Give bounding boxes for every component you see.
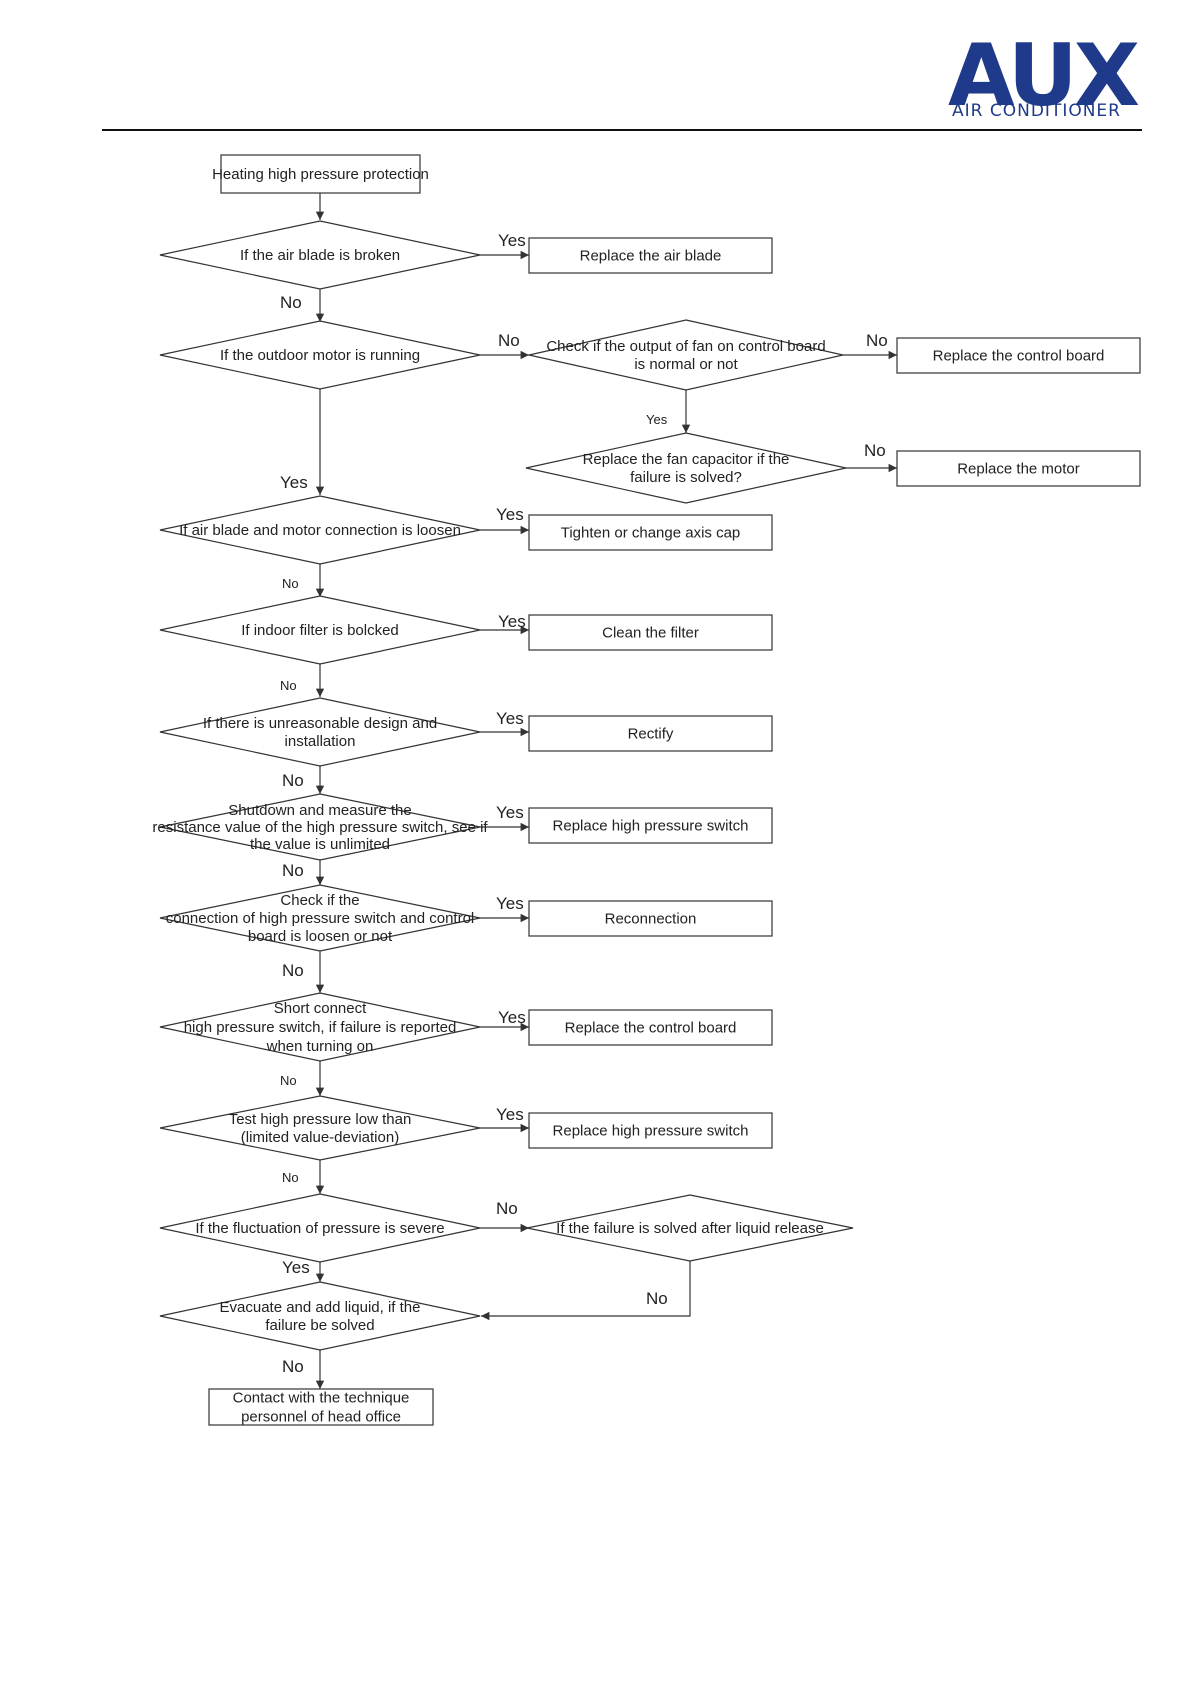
- replace_control_board_2-box: [528, 1009, 773, 1046]
- q_unreasonable_design-label-1: If there is unreasonable design and: [203, 715, 437, 732]
- start-label-1: Heating high pressure protection: [212, 166, 429, 183]
- q_evacuate_liquid-label-1: Evacuate and add liquid, if the: [220, 1299, 421, 1316]
- q_fan_output_normal-label-1: Check if the output of fan on control bo…: [546, 338, 825, 355]
- short-connect-yes-edge-label: Yes: [498, 1008, 526, 1027]
- q_connection_loosen-label-3: board is loosen or not: [248, 928, 393, 945]
- blade-motor-no-edge-label: No: [282, 576, 299, 591]
- replace_air_blade-label-1: Replace the air blade: [580, 248, 722, 265]
- design-yes-edge-label: Yes: [496, 709, 524, 728]
- replace_hp_switch_2-label-1: Replace high pressure switch: [553, 1123, 749, 1140]
- contact_head_office-box: [208, 1388, 434, 1426]
- short-connect-no-edge-label: No: [280, 1073, 297, 1088]
- air-blade-no-edge-label: No: [280, 293, 302, 312]
- q_test_pressure-label-2: (limited value-deviation): [241, 1129, 399, 1146]
- q_blade_motor_loosen-label-1: If air blade and motor connection is loo…: [179, 522, 461, 539]
- clean_filter-label-1: Clean the filter: [602, 625, 699, 642]
- replace_hp_switch_1-box: [528, 807, 773, 844]
- contact_head_office-label-1: Contact with the technique: [233, 1390, 410, 1407]
- q_outdoor_motor_running-diamond: [159, 320, 481, 390]
- filter-yes-edge-label: Yes: [498, 612, 526, 631]
- q_pressure_fluctuation-diamond: [159, 1193, 481, 1263]
- replace_motor-box: [896, 450, 1141, 487]
- q_air_blade_broken-diamond: [159, 220, 481, 290]
- q_connection_loosen-label-2: connection of high pressure switch and c…: [166, 910, 475, 927]
- evacuate-no-edge-label: No: [282, 1357, 304, 1376]
- q_short_connect-label-1: Short connect: [274, 1000, 367, 1017]
- test-pressure-yes-edge-label: Yes: [496, 1105, 524, 1124]
- q_unreasonable_design-diamond: [159, 697, 481, 767]
- q_test_pressure-diamond: [159, 1095, 481, 1161]
- q_fan_capacitor-diamond: [525, 432, 847, 504]
- q_fan_capacitor-label-2: failure is solved?: [630, 469, 742, 486]
- connection-yes-edge-label: Yes: [496, 894, 524, 913]
- q_blade_motor_loosen-diamond: [159, 495, 481, 565]
- q10a-no-connector: [481, 1261, 691, 1321]
- rectify-label-1: Rectify: [628, 726, 674, 743]
- rectify-box: [528, 715, 773, 752]
- resistance-no-edge-label: No: [282, 861, 304, 880]
- q_liquid_release-diamond: [526, 1194, 854, 1262]
- q_fan_output_normal-diamond: [528, 319, 844, 391]
- reconnection-box: [528, 900, 773, 937]
- q_indoor_filter-diamond: [159, 595, 481, 665]
- q_connection_loosen-diamond: [159, 884, 481, 952]
- air-blade-yes-edge-label: Yes: [498, 231, 526, 250]
- q_resistance_value-label-3: the value is unlimited: [250, 836, 390, 853]
- q_fan_capacitor-label-1: Replace the fan capacitor if the: [583, 451, 790, 468]
- q_liquid_release-label-1: If the failure is solved after liquid re…: [556, 1220, 824, 1237]
- q_short_connect-diamond: [159, 992, 481, 1062]
- q_connection_loosen-label-1: Check if the: [280, 892, 359, 909]
- q_short_connect-label-3: when turning on: [266, 1038, 374, 1055]
- brand-logo: AUX AIR CONDITIONER: [948, 26, 1143, 126]
- contact_head_office-label-2: personnel of head office: [241, 1409, 401, 1426]
- logo-wordmark: AUX: [948, 26, 1139, 126]
- resistance-yes-edge-label: Yes: [496, 803, 524, 822]
- design-no-edge-label: No: [282, 771, 304, 790]
- fluctuation-no-edge-label: No: [496, 1199, 518, 1218]
- logo-subtitle: AIR CONDITIONER: [952, 101, 1121, 121]
- flowchart-connectors: [315, 193, 897, 1389]
- q_evacuate_liquid-diamond: [159, 1281, 481, 1351]
- liquid-release-no-edge-label: No: [646, 1289, 668, 1308]
- q_indoor_filter-label-1: If indoor filter is bolcked: [241, 622, 399, 639]
- q_pressure_fluctuation-label-1: If the fluctuation of pressure is severe: [195, 1220, 444, 1237]
- motor-running-no-edge-label: No: [498, 331, 520, 350]
- fluctuation-yes-edge-label: Yes: [282, 1258, 310, 1277]
- replace_control_board_1-label-1: Replace the control board: [933, 348, 1105, 365]
- replace_motor-label-1: Replace the motor: [957, 461, 1080, 478]
- replace_control_board_1-box: [896, 337, 1141, 374]
- q_short_connect-label-2: high pressure switch, if failure is repo…: [184, 1019, 457, 1036]
- replace_air_blade-box: [528, 237, 773, 274]
- fan-output-no-edge-label: No: [866, 331, 888, 350]
- q_resistance_value-label-2: resistance value of the high pressure sw…: [152, 819, 488, 836]
- replace_hp_switch_1-label-1: Replace high pressure switch: [553, 818, 749, 835]
- q_fan_output_normal-label-2: is normal or not: [634, 356, 738, 373]
- connection-no-edge-label: No: [282, 961, 304, 980]
- motor-running-yes-edge-label: Yes: [280, 473, 308, 492]
- clean_filter-box: [528, 614, 773, 651]
- q_air_blade_broken-label-1: If the air blade is broken: [240, 247, 400, 264]
- test-pressure-no-edge-label: No: [282, 1170, 299, 1185]
- replace_hp_switch_2-box: [528, 1112, 773, 1149]
- start-box: [220, 154, 421, 194]
- filter-no-edge-label: No: [280, 678, 297, 693]
- fan-output-yes-edge-label: Yes: [646, 412, 668, 427]
- q_unreasonable_design-label-2: installation: [285, 733, 356, 750]
- fan-capacitor-no-edge-label: No: [864, 441, 886, 460]
- replace_control_board_2-label-1: Replace the control board: [565, 1020, 737, 1037]
- tighten_axis_cap-box: [528, 514, 773, 551]
- flowchart-nodes: Heating high pressure protection If the a…: [152, 154, 1141, 1426]
- blade-motor-yes-edge-label: Yes: [496, 505, 524, 524]
- q_outdoor_motor_running-label-1: If the outdoor motor is running: [220, 347, 420, 364]
- q_resistance_value-diamond: [159, 793, 481, 861]
- q_test_pressure-label-1: Test high pressure low than: [229, 1111, 412, 1128]
- tighten_axis_cap-label-1: Tighten or change axis cap: [561, 525, 741, 542]
- q_resistance_value-label-1: Shutdown and measure the: [228, 802, 411, 819]
- reconnection-label-1: Reconnection: [605, 911, 697, 928]
- q_evacuate_liquid-label-2: failure be solved: [265, 1317, 374, 1334]
